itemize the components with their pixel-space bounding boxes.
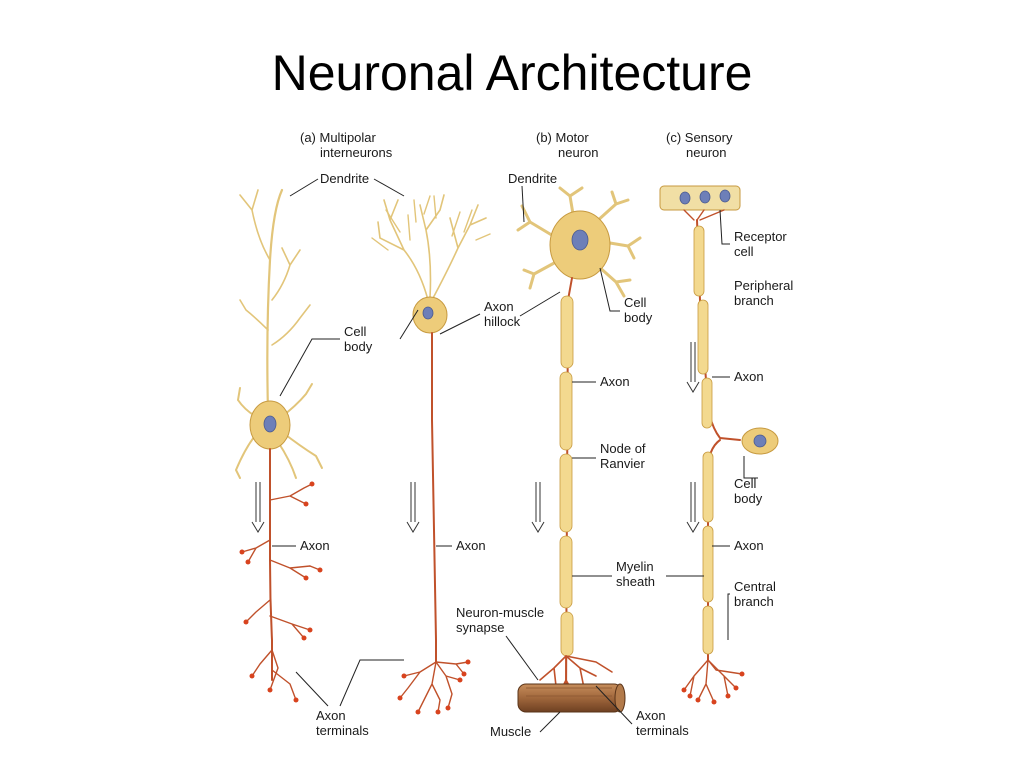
label-cell-body: body <box>624 310 653 325</box>
nucleus <box>571 229 589 251</box>
muscle <box>517 683 626 713</box>
nucleus <box>263 415 277 433</box>
label-receptor-cell: Receptor <box>734 229 787 244</box>
label-axon-hillock: Axon <box>484 299 514 314</box>
label-axon: Axon <box>600 374 630 389</box>
label-muscle: Muscle <box>490 724 531 739</box>
nucleus <box>422 306 434 320</box>
label-central-branch: branch <box>734 594 774 609</box>
receptor-cells <box>659 185 741 211</box>
label-neuron-muscle-synapse: synapse <box>456 620 504 635</box>
label-cell-body: Cell <box>734 476 757 491</box>
label-dendrite: Dendrite <box>508 171 557 186</box>
label-neuron-muscle-synapse: Neuron-muscle <box>456 605 544 620</box>
myelin-sheath <box>559 295 574 657</box>
leader-lines <box>272 178 758 733</box>
panel-c-subheading: neuron <box>686 145 726 160</box>
panel-b-subheading: neuron <box>558 145 598 160</box>
sensory-neuron <box>659 185 779 705</box>
label-cell-body: body <box>344 339 373 354</box>
label-axon-terminals: terminals <box>636 723 689 738</box>
label-myelin-sheath: Myelin <box>616 559 654 574</box>
multipolar-interneuron-right <box>371 194 491 715</box>
label-myelin-sheath: sheath <box>616 574 655 589</box>
label-cell-body: Cell <box>344 324 367 339</box>
label-cell-body: Cell <box>624 295 647 310</box>
label-node-of-ranvier: Ranvier <box>600 456 645 471</box>
label-axon: Axon <box>456 538 486 553</box>
label-axon: Axon <box>734 538 764 553</box>
myelin-sheath <box>693 225 714 655</box>
label-peripheral-branch: branch <box>734 293 774 308</box>
motor-neuron <box>516 186 642 713</box>
label-axon: Axon <box>734 369 764 384</box>
label-cell-body: body <box>734 491 763 506</box>
signal-direction-arrows <box>251 342 700 533</box>
panel-a-subheading: interneurons <box>320 145 393 160</box>
label-axon-terminals: terminals <box>316 723 369 738</box>
slide-title: Neuronal Architecture <box>271 45 753 101</box>
nucleus <box>753 434 767 448</box>
multipolar-interneuron-left <box>235 188 323 703</box>
panel-b-heading: (b) Motor <box>536 130 589 145</box>
label-axon-hillock: hillock <box>484 314 521 329</box>
label-receptor-cell: cell <box>734 244 754 259</box>
panel-c-heading: (c) Sensory <box>666 130 733 145</box>
panel-a-heading: (a) Multipolar <box>300 130 377 145</box>
label-axon-terminals: Axon <box>636 708 666 723</box>
label-axon: Axon <box>300 538 330 553</box>
label-dendrite: Dendrite <box>320 171 369 186</box>
label-central-branch: Central <box>734 579 776 594</box>
label-node-of-ranvier: Node of <box>600 441 646 456</box>
label-axon-terminals: Axon <box>316 708 346 723</box>
label-peripheral-branch: Peripheral <box>734 278 793 293</box>
